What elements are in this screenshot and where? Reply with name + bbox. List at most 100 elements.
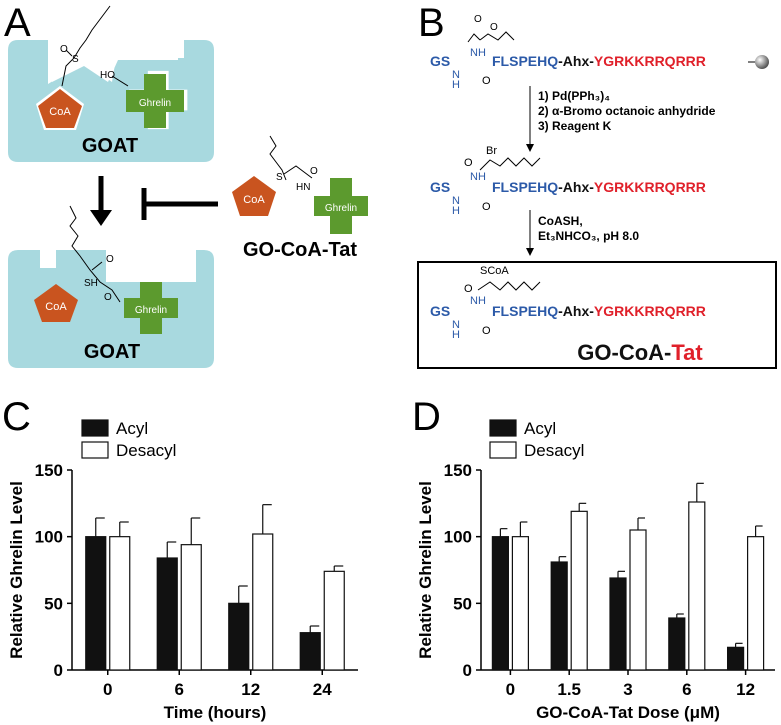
step1-1: 1) Pd(PPh₃)₄ (538, 89, 610, 103)
x-axis-label: Time (hours) (164, 703, 267, 722)
s-label-top: S (72, 54, 79, 65)
resin-bead-icon (755, 55, 769, 69)
bar-acyl (85, 536, 107, 671)
x-tick-label: 12 (241, 680, 260, 699)
coa-shape-bottom (34, 284, 78, 322)
x-tick-label: 1.5 (557, 680, 581, 699)
b1-h: H (452, 79, 460, 91)
bar-acyl (491, 536, 509, 671)
b2-sequence: FLSPEHQ-Ahx-YGRKKRRQRRR (492, 179, 706, 195)
b1-o: O (482, 75, 491, 87)
arrow-step1-icon (526, 144, 534, 152)
step1-3: 3) Reagent K (538, 119, 612, 133)
sh-label: SH (84, 278, 98, 289)
bar-desacyl (746, 536, 765, 671)
bar-desacyl (511, 536, 530, 671)
ghrelin-label-top: Ghrelin (139, 98, 171, 109)
y-tick-label: 150 (35, 461, 63, 480)
b3-nh: NH (470, 295, 486, 307)
step1-2: 2) α-Bromo octanoic anhydride (538, 104, 716, 118)
bar-acyl (609, 577, 627, 671)
x-tick-label: 24 (313, 680, 332, 699)
bar-desacyl (688, 501, 706, 671)
legend-swatch-desacyl (81, 441, 109, 459)
x-axis-label: GO-CoA-Tat Dose (μM) (536, 703, 720, 722)
goat-label-top: GOAT (82, 135, 138, 157)
y-tick-label: 0 (54, 661, 63, 680)
o-label-top: O (60, 44, 68, 55)
coa-shape-inhibitor (232, 176, 276, 216)
arrow-step2-icon (526, 248, 534, 256)
legend-label-desacyl: Desacyl (524, 441, 584, 460)
b1-o-alloc: O (490, 22, 498, 33)
b3-sequence: FLSPEHQ-Ahx-YGRKKRRQRRR (492, 303, 706, 319)
b3-scoa: SCoA (480, 265, 509, 277)
b2-o-top: O (464, 157, 473, 169)
b1-o-top: O (474, 14, 482, 25)
ghrelin-label-bottom: Ghrelin (135, 305, 167, 316)
b3-n: N (452, 319, 460, 331)
y-tick-label: 0 (463, 661, 472, 680)
b1-sequence: FLSPEHQ-Ahx-YGRKKRRQRRR (492, 53, 706, 69)
bar-desacyl (629, 529, 647, 671)
o-label-inhibitor: O (310, 166, 318, 177)
y-axis-label: Relative Ghrelin Level (7, 481, 26, 659)
b1-nh: NH (470, 47, 486, 59)
y-axis-label: Relative Ghrelin Level (416, 481, 435, 659)
bar-desacyl (252, 533, 274, 671)
legend-swatch-desacyl (489, 441, 517, 459)
b3-h: H (452, 329, 460, 341)
ghrelin-label-inhibitor: Ghrelin (325, 203, 357, 214)
y-tick-label: 150 (444, 461, 472, 480)
bar-acyl (550, 561, 568, 671)
y-tick-label: 50 (453, 594, 472, 613)
b2-br: Br (486, 145, 497, 157)
panel-letter-b: B (418, 1, 445, 45)
coa-label-bottom: CoA (45, 301, 67, 313)
coa-label-top: CoA (49, 106, 71, 118)
arrow-down-icon (90, 210, 112, 226)
legend-label-desacyl: Desacyl (116, 441, 176, 460)
coa-label-inhibitor: CoA (243, 194, 265, 206)
b2-h: H (452, 205, 460, 217)
b2-nh: NH (470, 171, 486, 183)
bar-desacyl (180, 544, 202, 671)
s-label-inhibitor: S (276, 172, 283, 183)
b3-o: O (482, 325, 491, 337)
goat-enzyme-top (8, 40, 214, 162)
b3-o-top: O (464, 283, 473, 295)
ghrelin-cross-inhibitor (314, 178, 368, 234)
y-tick-label: 50 (44, 594, 63, 613)
x-tick-label: 6 (682, 680, 691, 699)
panel-letter-c: C (2, 395, 31, 439)
ghrelin-cross-bottom (124, 282, 178, 334)
o-label-bottom: O (104, 292, 112, 303)
coa-shape-top (38, 89, 82, 128)
x-tick-label: 12 (736, 680, 755, 699)
bar-acyl (228, 602, 250, 671)
bar-acyl (668, 617, 686, 671)
b3-gs: GS (430, 303, 450, 319)
goat-label-bottom: GOAT (84, 341, 140, 363)
o-label-bottom-2: O (106, 254, 114, 265)
x-tick-label: 0 (103, 680, 112, 699)
step2-2: Et₃NHCO₃, pH 8.0 (538, 229, 639, 243)
bar-acyl (726, 646, 745, 671)
x-tick-label: 6 (175, 680, 184, 699)
b2-gs: GS (430, 179, 450, 195)
b2-o: O (482, 201, 491, 213)
b1-gs: GS (430, 53, 450, 69)
product-box (417, 261, 777, 369)
legend-swatch-acyl (81, 419, 109, 437)
step2-1: CoASH, (538, 214, 583, 228)
y-tick-label: 100 (35, 528, 63, 547)
product-name: GO-CoA-Tat (577, 340, 703, 365)
y-tick-label: 100 (444, 528, 472, 547)
panel-letter-d: D (412, 395, 441, 439)
b2-n: N (452, 195, 460, 207)
legend-label-acyl: Acyl (116, 419, 148, 438)
bar-desacyl (109, 536, 131, 671)
